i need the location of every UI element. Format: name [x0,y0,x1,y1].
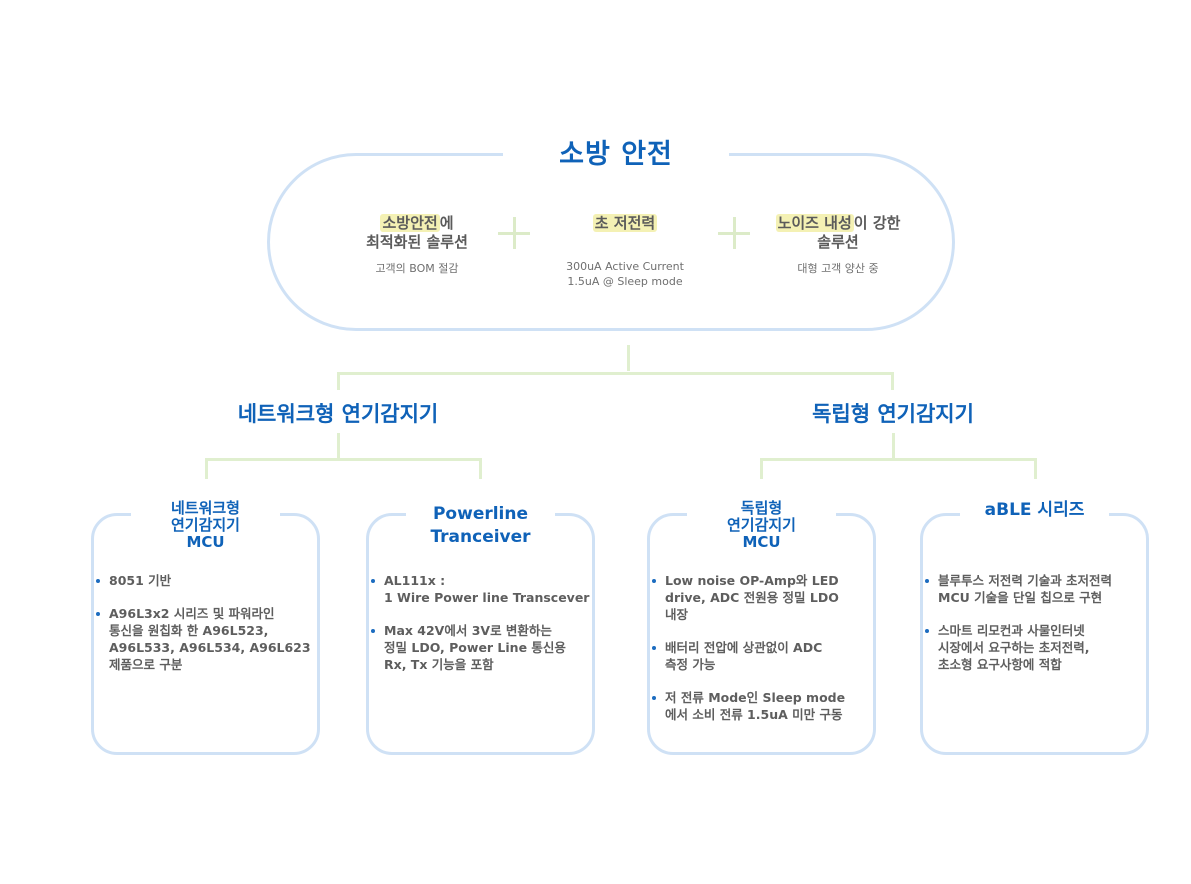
card-feature-list: 블루투스 저전력 기술과 초저전력 MCU 기술을 단일 칩으로 구현 스마트 … [923,572,1145,689]
feature-sub: 대형 고객 양산 중 [797,262,879,275]
bullet-icon [371,579,375,583]
connector-line [892,433,895,460]
plus-icon [718,217,750,249]
card-feature-list: 8051 기반 A96L3x2 시리즈 및 파워라인 통신을 원칩화 한 A96… [94,572,316,689]
bullet-icon [371,629,375,633]
connector-line [1034,458,1037,479]
card-feature-list: AL111x : 1 Wire Power line Transcever Ma… [369,572,591,689]
branch-title-network: 네트워크형 연기감지기 [237,402,439,426]
list-item: A96L3x2 시리즈 및 파워라인 통신을 원칩화 한 A96L523, A9… [94,605,316,673]
list-item: 저 전류 Mode인 Sleep mode 에서 소비 전류 1.5uA 미만 … [650,689,872,723]
connector-line [337,372,340,390]
list-item: 배터리 전압에 상관없이 ADC 측정 가능 [650,639,872,673]
feature-sub: 300uA Active Current 1.5uA @ Sleep mode [566,260,684,288]
feature-low-power: 초 저전력 300uA Active Current 1.5uA @ Sleep… [545,214,705,289]
bullet-icon [925,579,929,583]
connector-line [627,345,630,371]
branch-title-standalone: 독립형 연기감지기 [812,402,974,426]
list-item: 블루투스 저전력 기술과 초저전력 MCU 기술을 단일 칩으로 구현 [923,572,1145,606]
bullet-icon [652,579,656,583]
connector-line [205,458,208,479]
list-item: Low noise OP-Amp와 LED drive, ADC 전원용 정밀 … [650,572,872,623]
connector-line [760,458,1037,461]
bullet-icon [96,612,100,616]
list-item: Max 42V에서 3V로 변환하는 정밀 LDO, Power Line 통신… [369,622,591,673]
list-item: AL111x : 1 Wire Power line Transcever [369,572,591,606]
main-title: 소방 안전 [559,139,673,170]
card-title: aBLE 시리즈 [984,500,1085,520]
bullet-icon [925,629,929,633]
card-title: Powerline Tranceiver [430,504,531,547]
bullet-icon [652,696,656,700]
card-title: 독립형 연기감지기 MCU [726,499,796,551]
list-item: 8051 기반 [94,572,316,589]
card-title: 네트워크형 연기감지기 MCU [170,499,240,551]
connector-line [479,458,482,479]
feature-sub: 고객의 BOM 절감 [375,262,459,275]
connector-line [337,433,340,460]
list-item: 스마트 리모컨과 사물인터넷 시장에서 요구하는 초저전력, 초소형 요구사항에… [923,622,1145,673]
plus-icon [498,217,530,249]
feature-highlight: 초 저전력 [592,214,658,232]
connector-line [760,458,763,479]
feature-highlight: 소방안전 [380,214,440,232]
feature-highlight: 노이즈 내성 [775,214,854,232]
bullet-icon [96,579,100,583]
connector-line [205,458,482,461]
connector-line [337,372,894,375]
card-feature-list: Low noise OP-Amp와 LED drive, ADC 전원용 정밀 … [650,572,872,739]
connector-line [891,372,894,390]
bullet-icon [652,646,656,650]
